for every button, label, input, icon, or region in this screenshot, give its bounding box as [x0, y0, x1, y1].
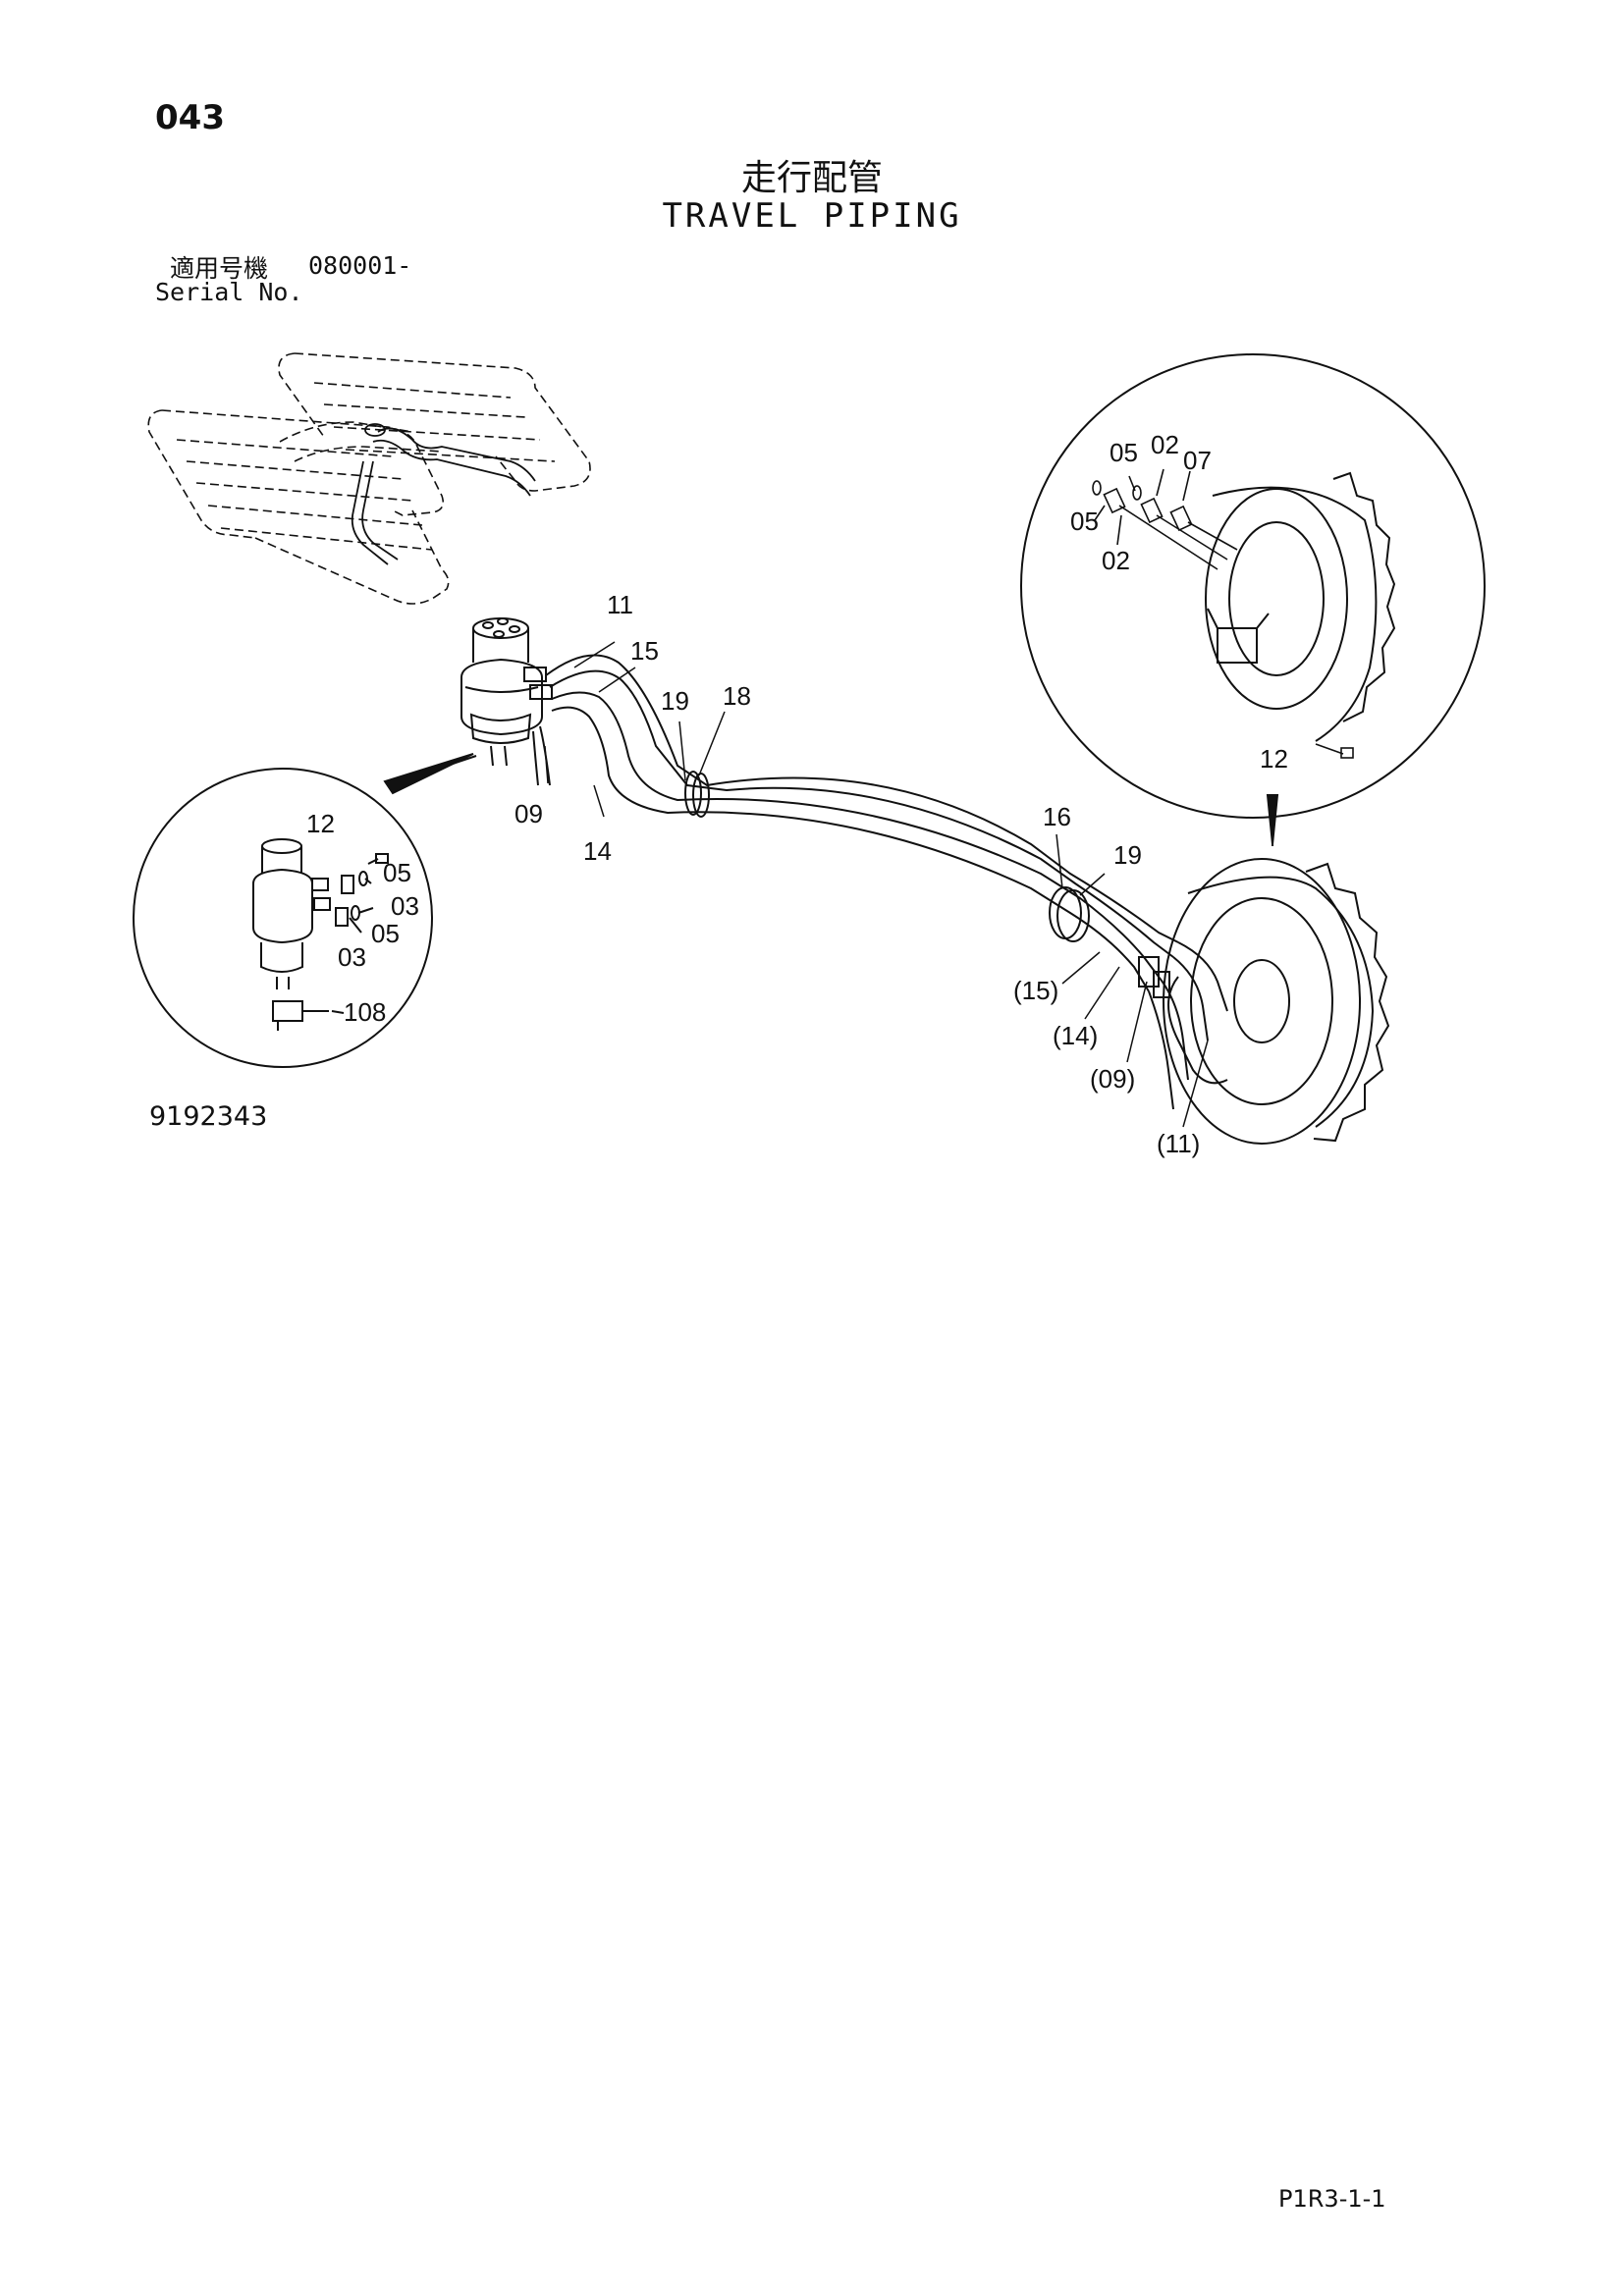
callout-joint-03-lower: 03	[338, 942, 366, 972]
page-title-en: TRAVEL PIPING	[662, 196, 962, 236]
serial-value: 080001-	[308, 251, 412, 280]
callout-joint-05: 05	[383, 858, 411, 887]
detail-circle-center-joint	[133, 768, 433, 1068]
serial-label-en: Serial No.	[155, 278, 303, 306]
figure-number: 9192343	[149, 1101, 268, 1132]
callout-15-ref: (15)	[1013, 976, 1058, 1005]
callout-labels: 11 15 19 18 09 14 16 19 (15) (14) (09) (…	[306, 430, 1288, 1158]
detail-pointers	[383, 753, 1279, 846]
page-title-jp: 走行配管	[740, 158, 883, 198]
detail-circle-motor	[1020, 353, 1486, 819]
callout-18: 18	[723, 681, 751, 711]
callout-15: 15	[630, 636, 659, 666]
callout-joint-12: 12	[306, 809, 335, 838]
callout-joint-03: 03	[391, 891, 419, 921]
callout-joint-05-lower: 05	[371, 919, 400, 948]
callout-19-motor: 19	[1113, 840, 1142, 870]
callout-detail-02-lower: 02	[1102, 546, 1130, 575]
hose-bundle	[532, 654, 1228, 1110]
hose-clamp-18	[684, 771, 702, 816]
center-joint	[460, 617, 553, 767]
callout-16: 16	[1043, 802, 1071, 831]
callout-14: 14	[583, 836, 612, 866]
callout-detail-12: 12	[1260, 744, 1288, 774]
page-code: P1R3-1-1	[1278, 2185, 1386, 2213]
serial-label-jp: 適用号機	[170, 254, 269, 283]
callout-joint-108: 108	[344, 997, 386, 1027]
page-number: 043	[155, 98, 225, 137]
leader-lines	[544, 641, 1209, 1128]
callout-detail-05-lower: 05	[1070, 507, 1099, 536]
callout-19: 19	[661, 686, 689, 716]
callout-09: 09	[514, 799, 543, 828]
overview-piping	[351, 423, 536, 565]
callout-detail-05: 05	[1110, 438, 1138, 467]
travel-motor	[1138, 858, 1390, 1145]
callout-09-ref: (09)	[1090, 1064, 1135, 1094]
callout-11: 11	[607, 590, 633, 619]
callout-14-ref: (14)	[1053, 1021, 1098, 1050]
callout-detail-02: 02	[1151, 430, 1179, 459]
callout-11-ref: (11)	[1157, 1129, 1200, 1158]
callout-detail-07: 07	[1183, 446, 1212, 475]
